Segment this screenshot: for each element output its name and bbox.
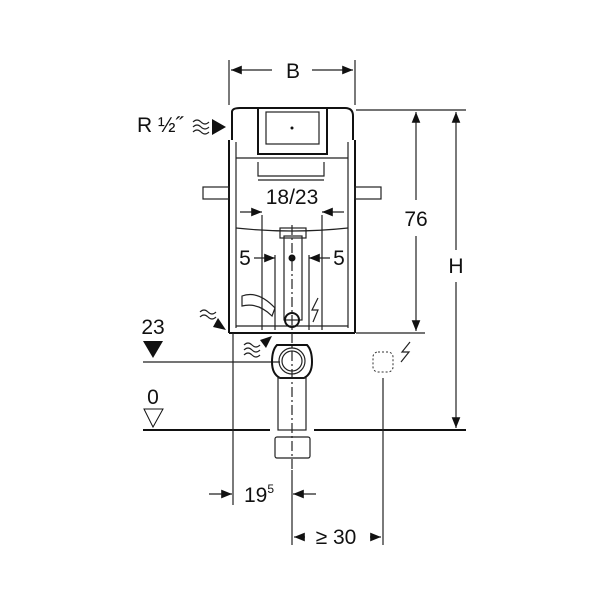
flush-pipe: [283, 235, 303, 321]
drain-level-label: 23: [141, 316, 164, 339]
height-label: H: [448, 255, 463, 278]
right-offset-label: 5: [333, 247, 345, 270]
electric-icon: [311, 297, 319, 323]
open-level-marker-icon: [143, 408, 164, 429]
flush-height-label: 76: [404, 208, 427, 231]
cistern-frame: [202, 107, 382, 334]
drain-pipe: [270, 344, 314, 459]
filled-level-marker-icon: [143, 341, 163, 358]
width-label: B: [286, 60, 300, 83]
left-bracket: [202, 186, 230, 200]
connection-label: R ½˝: [137, 114, 185, 137]
floor-level-label: 0: [147, 386, 159, 409]
right-bracket: [354, 186, 382, 200]
water-connection-arrow-icon: [192, 119, 226, 135]
drain-inlet-arrow-icon: [199, 309, 272, 358]
left-offset-label: 5: [239, 247, 251, 270]
water-inlet-hose: [241, 293, 276, 318]
inner-width-label: 18/23: [266, 186, 319, 209]
axis-offset-label: 195: [244, 482, 274, 507]
electrical-socket-icon: [372, 341, 411, 545]
min-socket-distance-label: ≥ 30: [316, 526, 357, 549]
width-dimension: B: [228, 60, 356, 105]
